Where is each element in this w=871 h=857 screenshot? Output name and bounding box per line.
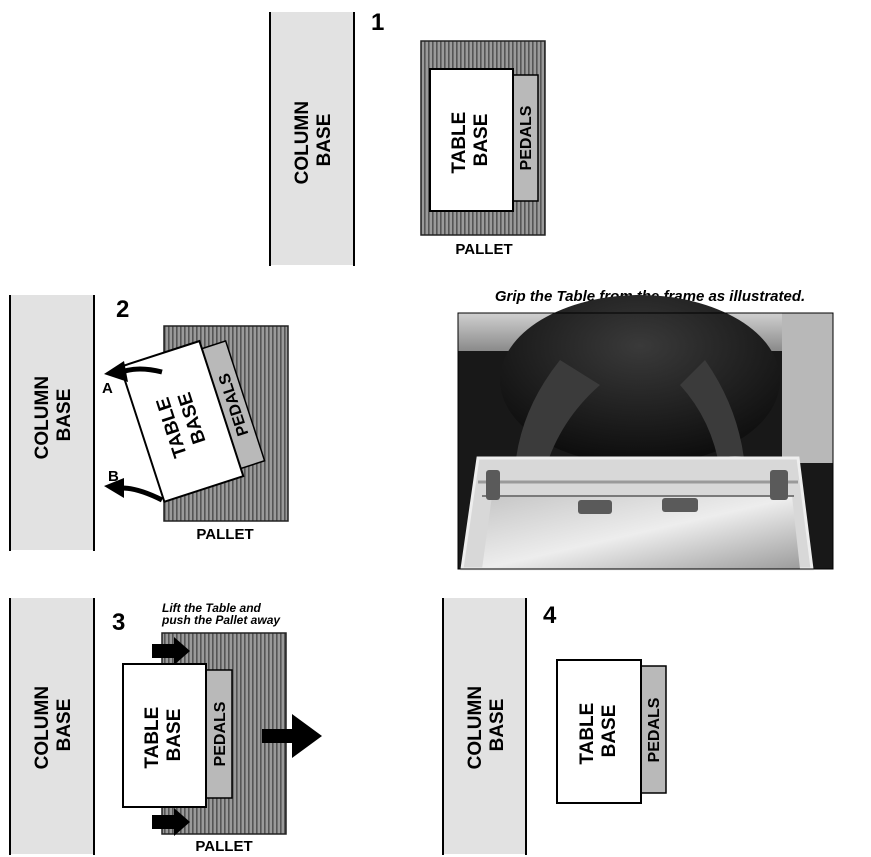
step-2: COLUMN BASE 2 PALLET TABLE BASE PEDALS A… (10, 295, 288, 551)
step-4: COLUMN BASE 4 TABLE BASE PEDALS (443, 598, 666, 855)
step-3: COLUMN BASE 3 Lift the Table and push th… (10, 598, 322, 855)
pallet-label: PALLET (195, 838, 252, 855)
table-base-label: TABLE BASE (142, 701, 185, 768)
grip-photo (458, 295, 833, 569)
step-number: 2 (116, 296, 129, 323)
pallet-label: PALLET (455, 241, 512, 258)
wall-right (782, 313, 833, 463)
step-3-note: Lift the Table and push the Pallet away (161, 601, 281, 627)
step-number: 1 (371, 9, 384, 36)
step-number: 4 (543, 602, 557, 629)
table-base-label: TABLE BASE (449, 106, 492, 173)
pallet-label: PALLET (196, 526, 253, 543)
point-b-label: B (108, 468, 119, 485)
pedals-label: PEDALS (212, 701, 229, 766)
step-1: COLUMN BASE 1 TABLE BASE PEDALS PALLET (270, 9, 545, 266)
photo-panel: Grip the Table from the frame as illustr… (458, 288, 833, 569)
table-base-label: TABLE BASE (577, 697, 620, 764)
table-glass (482, 496, 800, 569)
step-number: 3 (112, 609, 125, 636)
pedals-label: PEDALS (518, 105, 535, 170)
arrowhead-a (104, 361, 128, 382)
point-a-label: A (102, 380, 113, 397)
rotation-arrow-b (122, 488, 162, 500)
pedals-label: PEDALS (646, 697, 663, 762)
